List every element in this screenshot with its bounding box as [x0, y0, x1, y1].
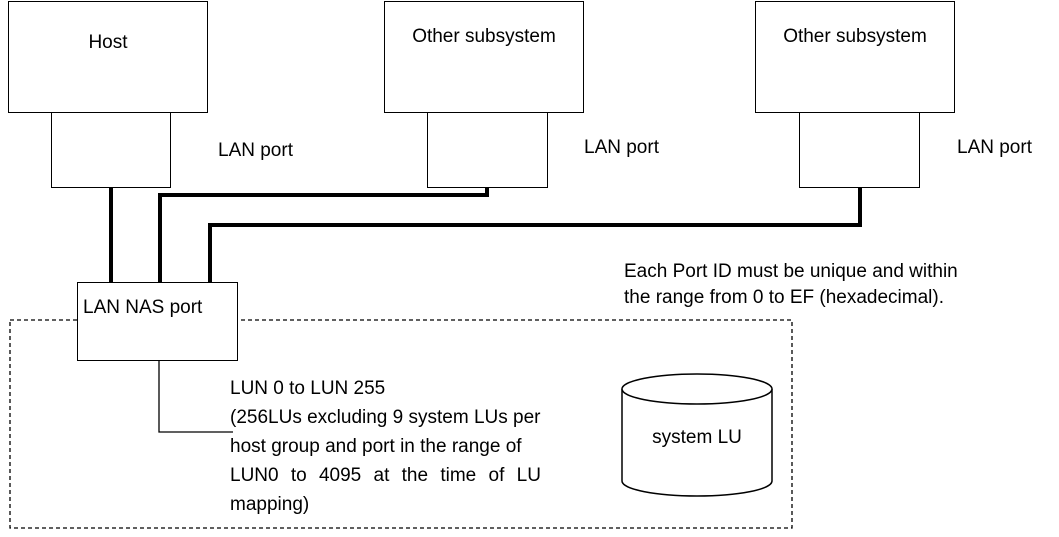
lan-nas-port-label: LAN NAS port: [83, 297, 203, 318]
subsystem-boundary: [9, 319, 793, 529]
subsystem-b-box: Other subsystem: [755, 1, 955, 113]
lun-detail-line3: LUN0 to 4095 at the time of LU: [230, 465, 541, 486]
lun-detail-line2: host group and port in the range of: [230, 436, 522, 457]
lun-detail-line4: mapping): [230, 494, 310, 515]
subsystem-a-lan-port: [427, 112, 548, 188]
host-label: Host: [88, 32, 128, 53]
host-lan-port: [51, 112, 171, 188]
subsystem-b-lan-port: [799, 112, 920, 188]
lan-port-label-1: LAN port: [218, 140, 293, 161]
port-id-note-line2: the range from 0 to EF (hexadecimal).: [624, 287, 944, 308]
lun-detail-line1: (256LUs excluding 9 system LUs per: [230, 407, 541, 428]
lan-port-label-3: LAN port: [957, 137, 1032, 158]
system-lu-label: system LU: [652, 427, 742, 448]
lan-nas-port-box: LAN NAS port: [77, 282, 238, 361]
system-lu-cylinder: [621, 373, 773, 497]
port-id-note-line1: Each Port ID must be unique and within: [624, 261, 958, 282]
subsystem-b-link: [208, 188, 862, 282]
subsystem-a-link: [158, 188, 489, 282]
lun-title: LUN 0 to LUN 255: [230, 378, 386, 399]
subsystem-a-label: Other subsystem: [412, 26, 556, 47]
subsystem-a-box: Other subsystem: [384, 1, 584, 113]
subsystem-b-label: Other subsystem: [783, 26, 927, 47]
lun-connector: [158, 360, 233, 433]
host-box: Host: [8, 1, 208, 113]
lan-port-label-2: LAN port: [584, 137, 659, 158]
